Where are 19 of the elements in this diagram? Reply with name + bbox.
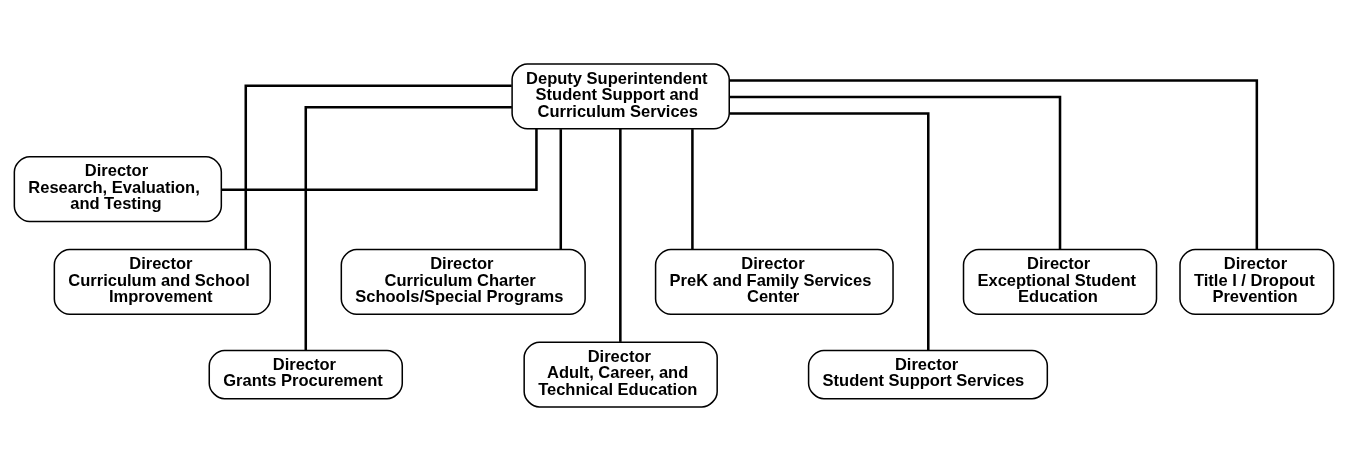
connector — [729, 78, 1259, 249]
connector — [304, 105, 512, 350]
node-box: Director Title I / Dropout Prevention — [1179, 248, 1335, 315]
connector — [221, 128, 538, 191]
connector — [619, 128, 622, 342]
node-box: Director Adult, Career, and Technical Education — [523, 340, 718, 408]
node-box: Director PreK and Family Services Center — [654, 248, 894, 315]
connector — [729, 95, 1062, 249]
connector — [691, 128, 694, 249]
node-box: Director Curriculum and School Improvement — [53, 248, 271, 315]
connector — [244, 83, 512, 249]
node-box: Director Student Support Services — [807, 349, 1049, 399]
node-box: Deputy Superintendent Student Support and Curriculum Services — [511, 62, 730, 130]
node-box: Director Grants Procurement — [208, 349, 404, 399]
node-box: Director Curriculum Charter Schools/Special Programs — [340, 248, 586, 315]
connector — [559, 128, 563, 249]
node-box: Director Exceptional Student Education — [962, 248, 1158, 315]
node-box: Director Research, Evaluation, and Testing — [13, 155, 223, 222]
connector — [729, 111, 930, 350]
